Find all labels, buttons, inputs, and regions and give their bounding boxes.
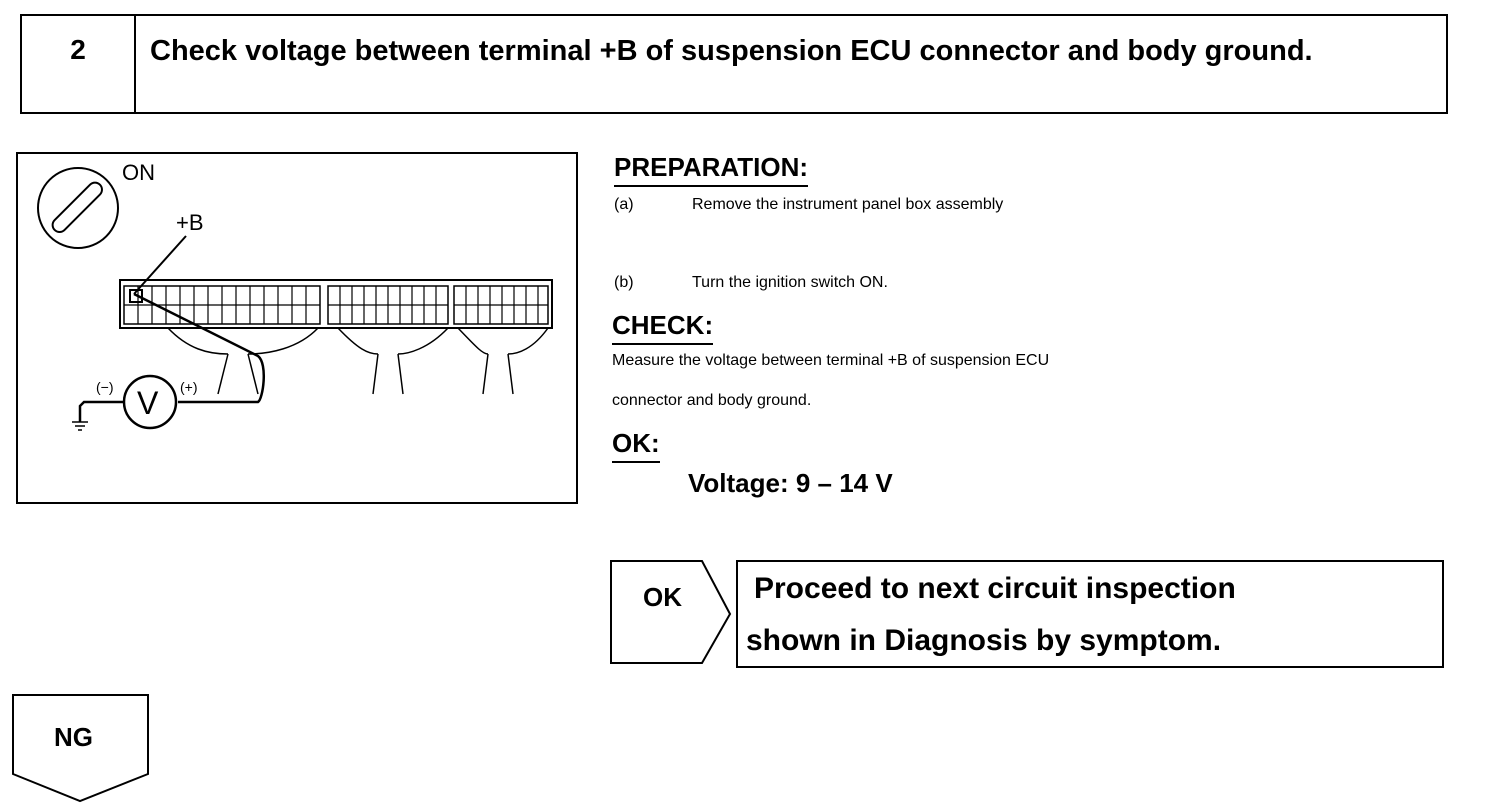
diagram-illustration: ON +B <box>37 160 553 431</box>
positive-probe-wire <box>133 292 265 404</box>
ok-label: OK <box>643 582 682 612</box>
negative-probe-wire <box>78 400 124 422</box>
step-number: 2 <box>22 16 136 112</box>
wire-harness-icon <box>167 327 549 395</box>
check-text-line2: connector and body ground. <box>612 392 812 409</box>
ground-icon <box>72 421 88 431</box>
ok-result-line2: shown in Diagnosis by symptom. <box>746 624 1222 657</box>
preparation-heading: PREPARATION: <box>614 152 809 187</box>
step-text: Remove the instrument panel box assembly <box>692 196 1004 213</box>
ecu-connector-diagram: ON +B <box>16 152 578 504</box>
preparation-step-b: (b) Turn the ignition switch ON. <box>614 274 888 292</box>
voltage-spec: Voltage: 9 – 14 V <box>688 468 893 498</box>
voltmeter-icon: V <box>122 374 178 430</box>
step-header: 2 Check voltage between terminal +B of s… <box>20 14 1448 114</box>
ok-result-box: Proceed to next circuit inspection shown… <box>736 560 1444 668</box>
terminal-b-label: +B <box>176 210 204 235</box>
ecu-connector-icon <box>119 279 553 329</box>
svg-text:V: V <box>137 385 159 421</box>
preparation-step-a: (a) Remove the instrument panel box assem… <box>614 196 1003 214</box>
negative-terminal-label: (−) <box>96 379 114 395</box>
positive-terminal-label: (+) <box>180 379 198 395</box>
ng-arrow-box <box>12 694 149 803</box>
step-title: Check voltage between terminal +B of sus… <box>150 35 1313 67</box>
ok-heading: OK: <box>612 428 660 463</box>
check-text-line1: Measure the voltage between terminal +B … <box>612 352 1050 369</box>
terminal-pointer-line <box>133 235 187 295</box>
ng-label: NG <box>54 722 93 752</box>
check-heading: CHECK: <box>612 310 714 345</box>
step-marker: (b) <box>614 274 634 291</box>
step-marker: (a) <box>614 196 634 213</box>
ok-result-line1: Proceed to next circuit inspection <box>754 572 1236 605</box>
ignition-key-icon <box>37 167 119 249</box>
step-text: Turn the ignition switch ON. <box>692 274 888 291</box>
ok-arrow-box <box>610 560 732 664</box>
switch-on-label: ON <box>122 160 155 185</box>
